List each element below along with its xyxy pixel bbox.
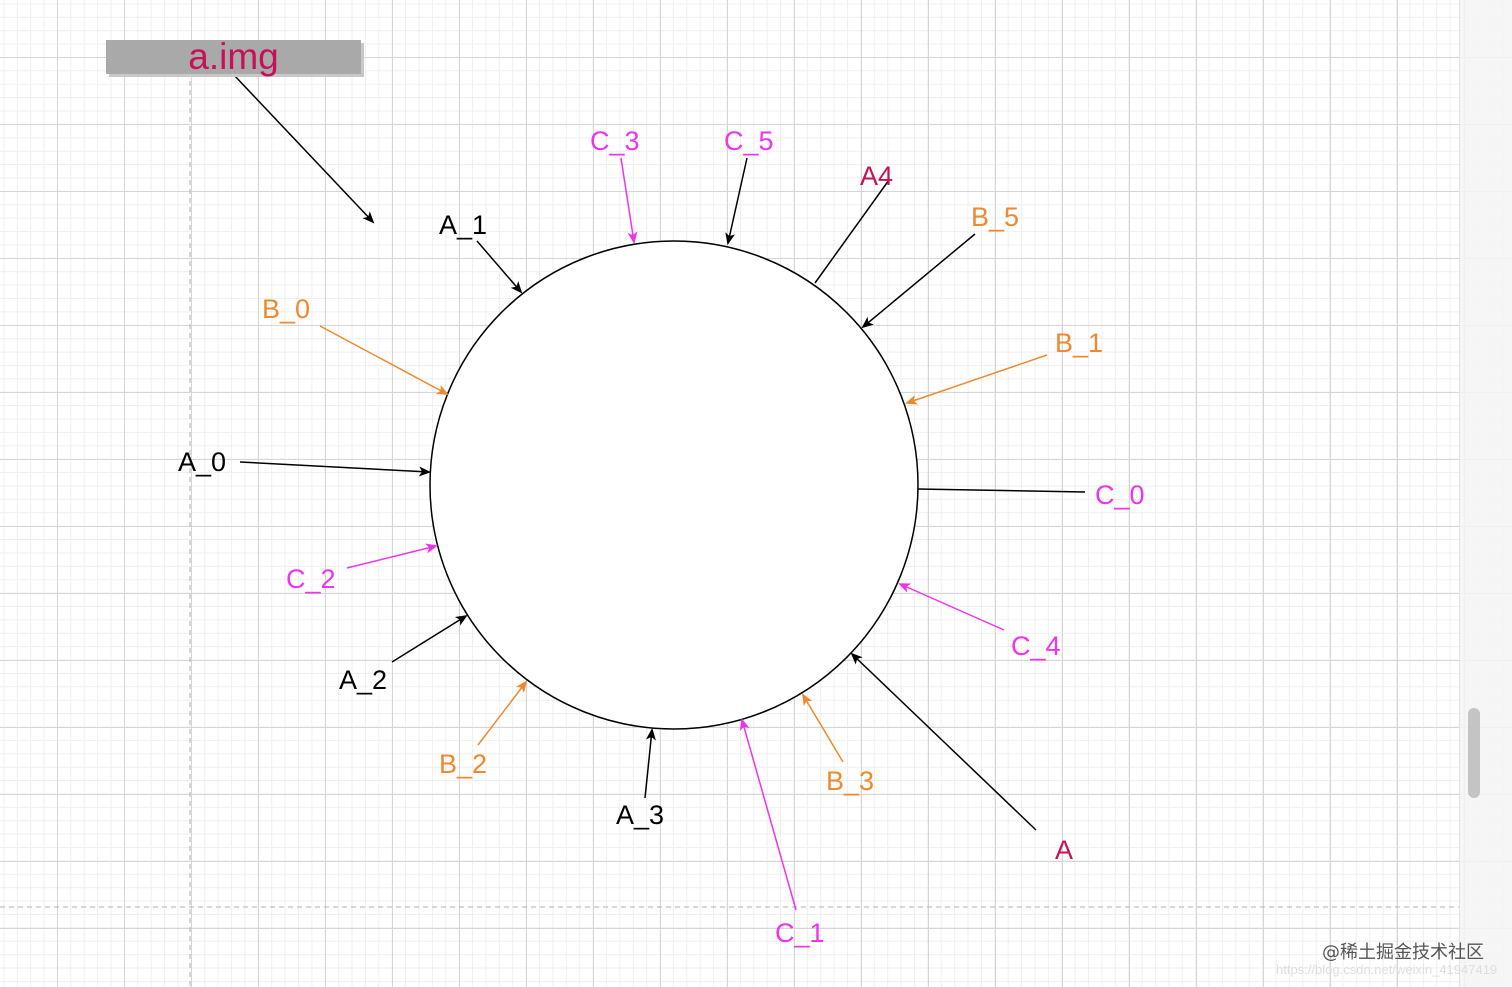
hash-ring[interactable] bbox=[429, 240, 919, 730]
node-label-C_5: C_5 bbox=[724, 126, 774, 156]
image-title-label: a.img bbox=[188, 36, 279, 77]
scrollbar-thumb[interactable] bbox=[1468, 708, 1480, 798]
node-label-C_2: C_2 bbox=[286, 564, 336, 594]
node-label-B_3: B_3 bbox=[826, 766, 874, 796]
watermark-url: https://blog.csdn.net/weixin_41947419 bbox=[1276, 962, 1498, 977]
arrow-B_2 bbox=[477, 680, 528, 746]
node-label-A_1: A_1 bbox=[439, 210, 487, 240]
line-A4 bbox=[814, 179, 890, 284]
node-label-C_0: C_0 bbox=[1095, 480, 1145, 510]
arrow-C_1 bbox=[739, 718, 797, 911]
arrow-C_4 bbox=[898, 583, 1005, 631]
arrow-A_2 bbox=[391, 614, 468, 663]
node-label-C_4: C_4 bbox=[1011, 631, 1061, 661]
node-label-B_0: B_0 bbox=[262, 294, 310, 324]
node-label-A_3: A_3 bbox=[616, 800, 664, 830]
watermark-text: @稀土掘金技术社区 bbox=[1322, 942, 1484, 963]
arrow-B_0 bbox=[319, 325, 449, 395]
node-label-B_2: B_2 bbox=[439, 749, 487, 779]
arrow-B_5 bbox=[861, 233, 976, 329]
arrow-A_1 bbox=[476, 240, 523, 294]
arrow-A_0 bbox=[239, 461, 431, 477]
arrow-C_5 bbox=[725, 157, 748, 245]
node-label-A4: A4 bbox=[860, 161, 893, 191]
node-label-A_0: A_0 bbox=[178, 447, 226, 477]
title-arrow bbox=[232, 73, 375, 224]
arrow-C_3 bbox=[620, 157, 638, 244]
node-label-C_3: C_3 bbox=[590, 126, 640, 156]
node-label-C_1: C_1 bbox=[775, 918, 825, 948]
node-label-A: A bbox=[1055, 835, 1073, 865]
line-C_0 bbox=[917, 488, 1086, 493]
image-title-box[interactable]: a.img bbox=[106, 36, 361, 77]
arrow-C_2 bbox=[346, 543, 438, 569]
node-label-A_2: A_2 bbox=[339, 665, 387, 695]
vertical-scrollbar[interactable] bbox=[1459, 0, 1512, 987]
arrow-A bbox=[850, 652, 1037, 831]
arrow-A_3 bbox=[644, 728, 656, 799]
node-label-B_1: B_1 bbox=[1055, 328, 1103, 358]
arrow-B_1 bbox=[905, 354, 1048, 405]
arrow-B_3 bbox=[801, 693, 844, 763]
node-label-B_5: B_5 bbox=[971, 202, 1019, 232]
